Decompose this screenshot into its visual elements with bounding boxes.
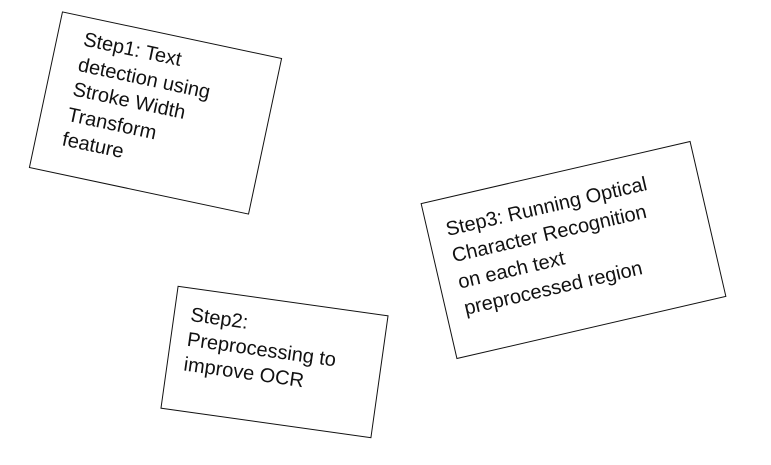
step2-box: Step2: Preprocessing to improve OCR [160, 285, 389, 439]
step1-box: Step1: Text detection using Stroke Width… [28, 11, 283, 215]
step2-text: Step2: Preprocessing to improve OCR [182, 303, 338, 393]
step1-text: Step1: Text detection using Stroke Width… [60, 28, 213, 164]
step3-box: Step3: Running Optical Character Recogni… [420, 140, 727, 360]
step3-text: Step3: Running Optical Character Recogni… [443, 173, 650, 320]
